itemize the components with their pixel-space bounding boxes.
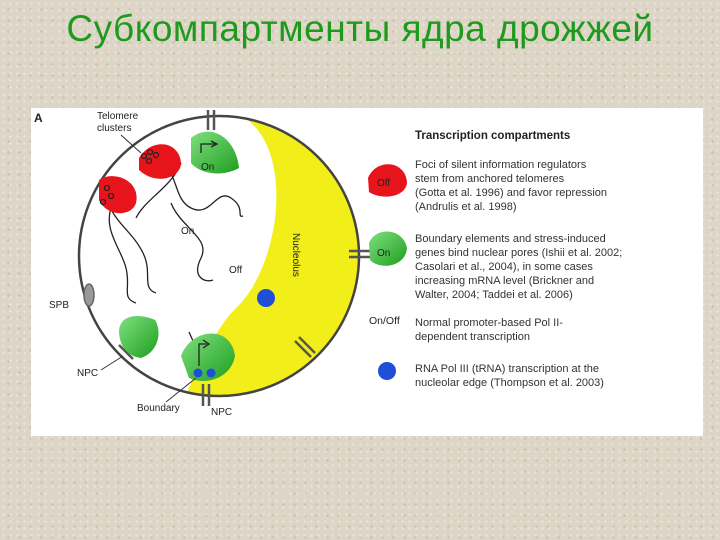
boundary-site-1 <box>193 368 203 378</box>
label-telomere-line1: Telomere <box>97 111 139 122</box>
nuclear-pore-right <box>349 249 371 259</box>
telomere-focus-left <box>99 176 137 214</box>
nucleus-diagram: A <box>34 110 407 418</box>
legend-line: increasing mRNA level (Brickner and <box>415 275 595 287</box>
legend-line: Walter, 2004; Taddei et al. 2006) <box>415 289 573 301</box>
legend-line: RNA Pol III (tRNA) transcription at the <box>415 363 600 375</box>
label-npc-bottom: NPC <box>211 407 232 418</box>
legend-marker-on-label: On <box>377 248 390 259</box>
legend-line: Boundary elements and stress-induced <box>415 233 606 245</box>
transcription-arrows <box>198 140 219 366</box>
legend-line: Foci of silent information regulators <box>415 159 587 171</box>
telomere-markers <box>99 148 160 206</box>
npc-left-pointer <box>100 355 124 371</box>
nucleolus-region <box>181 116 359 396</box>
nuclear-pore-top <box>206 110 216 130</box>
slide-title: Субкомпартменты ядра дрожжей <box>66 8 654 49</box>
label-nucleolus: Nucleolus <box>290 233 301 277</box>
legend-item-silent-foci: Foci of silent information regulators st… <box>415 158 675 214</box>
legend-marker-onoff: On/Off <box>369 315 400 327</box>
legend-item-pol2: Normal promoter-based Pol II- dependent … <box>415 316 675 344</box>
legend-marker-off-label: Off <box>377 178 390 189</box>
legend-line: (Gotta et al. 1996) and favor repression <box>415 187 607 199</box>
telomere-focus-top <box>139 144 181 179</box>
legend-line: (Andrulis et al. 1998) <box>415 201 517 213</box>
pol3-site <box>257 289 275 307</box>
legend-marker-off <box>368 164 407 197</box>
legend-marker-pol3 <box>378 362 396 380</box>
label-boundary: Boundary <box>137 403 180 414</box>
legend-title: Transcription compartments <box>415 130 571 142</box>
boundary-pointer <box>165 377 197 403</box>
legend-item-pol3: RNA Pol III (tRNA) transcription at the … <box>415 362 675 390</box>
legend-line: nucleolar edge (Thompson et al. 2003) <box>415 377 604 389</box>
nuclear-pore-bottom-right <box>294 336 316 358</box>
active-domain-top <box>191 131 239 174</box>
legend-line: dependent transcription <box>415 331 530 343</box>
legend-line: Casolari et al., 2004), in some cases <box>415 261 593 273</box>
boundary-site-2 <box>206 368 216 378</box>
legend-line: genes bind nuclear pores (Ishii et al. 2… <box>415 247 623 259</box>
spindle-pole-body <box>83 283 95 307</box>
figure-panel: A <box>31 108 703 436</box>
legend-line: Normal promoter-based Pol II- <box>415 317 563 329</box>
panel-label: A <box>34 111 43 125</box>
legend-line: stem from anchored telomeres <box>415 173 565 185</box>
label-on-mid: On <box>181 226 194 237</box>
active-domain-bottom <box>181 333 235 382</box>
active-domain-left <box>119 316 159 358</box>
legend-item-pore-binding: Boundary elements and stress-induced gen… <box>415 232 675 302</box>
nuclear-pore-bottom <box>201 384 211 406</box>
label-npc-left: NPC <box>77 368 98 379</box>
label-telomere-line2: clusters <box>97 123 131 134</box>
legend-marker-on <box>369 231 407 266</box>
label-spb: SPB <box>49 300 69 311</box>
label-on-top: On <box>201 162 214 173</box>
label-off-mid: Off <box>229 265 242 276</box>
telomere-pointer <box>120 134 142 154</box>
